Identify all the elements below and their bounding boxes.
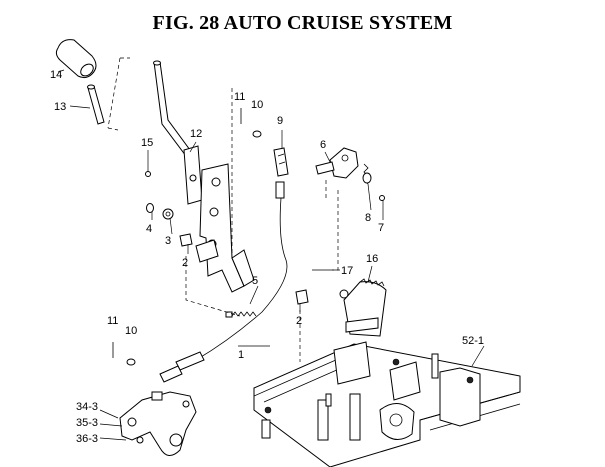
callout-6: 6: [320, 139, 326, 151]
part-13-tube: [87, 84, 105, 125]
callout-13: 13: [54, 101, 66, 113]
part-14-grip: [55, 39, 97, 79]
part-5-spring: [225, 311, 257, 318]
part-7-pin: [379, 195, 385, 201]
callout-9: 9: [277, 115, 283, 127]
callout-15: 15: [141, 137, 153, 149]
callout-5: 5: [252, 275, 258, 287]
assembly-line: [107, 57, 130, 131]
callout-12: 12: [190, 128, 202, 140]
part-10-washer-a: [252, 130, 262, 138]
callout-3: 3: [165, 235, 171, 247]
figure-title: FIG. 28 AUTO CRUISE SYSTEM: [152, 12, 453, 34]
callout-11-bottom: 11: [107, 315, 118, 327]
leader-lines: [57, 69, 485, 441]
part-10-washer-b: [126, 358, 136, 366]
callout-labels: 14 13 15 12 11 10 9 6 8 7 4 3 2 17 16 5 …: [50, 69, 484, 445]
callout-16: 16: [366, 253, 378, 265]
callout-2-lower: 2: [296, 315, 302, 327]
callout-34-3: 34-3: [76, 401, 98, 413]
callout-7: 7: [378, 222, 384, 234]
frame-52-1: [253, 341, 521, 467]
callout-10-bottom: 10: [125, 325, 137, 337]
callout-11-top: 11: [234, 91, 245, 103]
callout-4: 4: [146, 223, 152, 235]
callout-8: 8: [365, 212, 371, 224]
assembly-line: [185, 256, 241, 317]
cable-lower-fitting: [159, 351, 205, 383]
callout-2-upper: 2: [182, 257, 188, 269]
callout-14: 14: [50, 69, 62, 81]
part-4-washer: [146, 203, 154, 213]
part-16-ratchet: [339, 278, 387, 337]
callout-10-top: 10: [251, 99, 263, 111]
callout-52-1: 52-1: [462, 335, 484, 347]
callout-1: 1: [238, 349, 244, 361]
part-9-cable-end: [273, 147, 289, 199]
callout-17: 17: [341, 265, 353, 277]
part-3-washer: [162, 208, 174, 220]
part-2-spacer-a: [179, 233, 193, 247]
part-2-spacer-b: [295, 289, 309, 305]
part-6-arm: [315, 147, 359, 179]
part-34-36-bracket: [119, 391, 197, 456]
callout-35-3: 35-3: [76, 417, 98, 429]
cable: [195, 197, 288, 361]
part-15-pin: [145, 171, 151, 177]
assembly-line: [332, 190, 339, 271]
callout-36-3: 36-3: [76, 433, 98, 445]
bracket-assembly: [195, 163, 255, 293]
part-8-coil: [362, 172, 372, 184]
